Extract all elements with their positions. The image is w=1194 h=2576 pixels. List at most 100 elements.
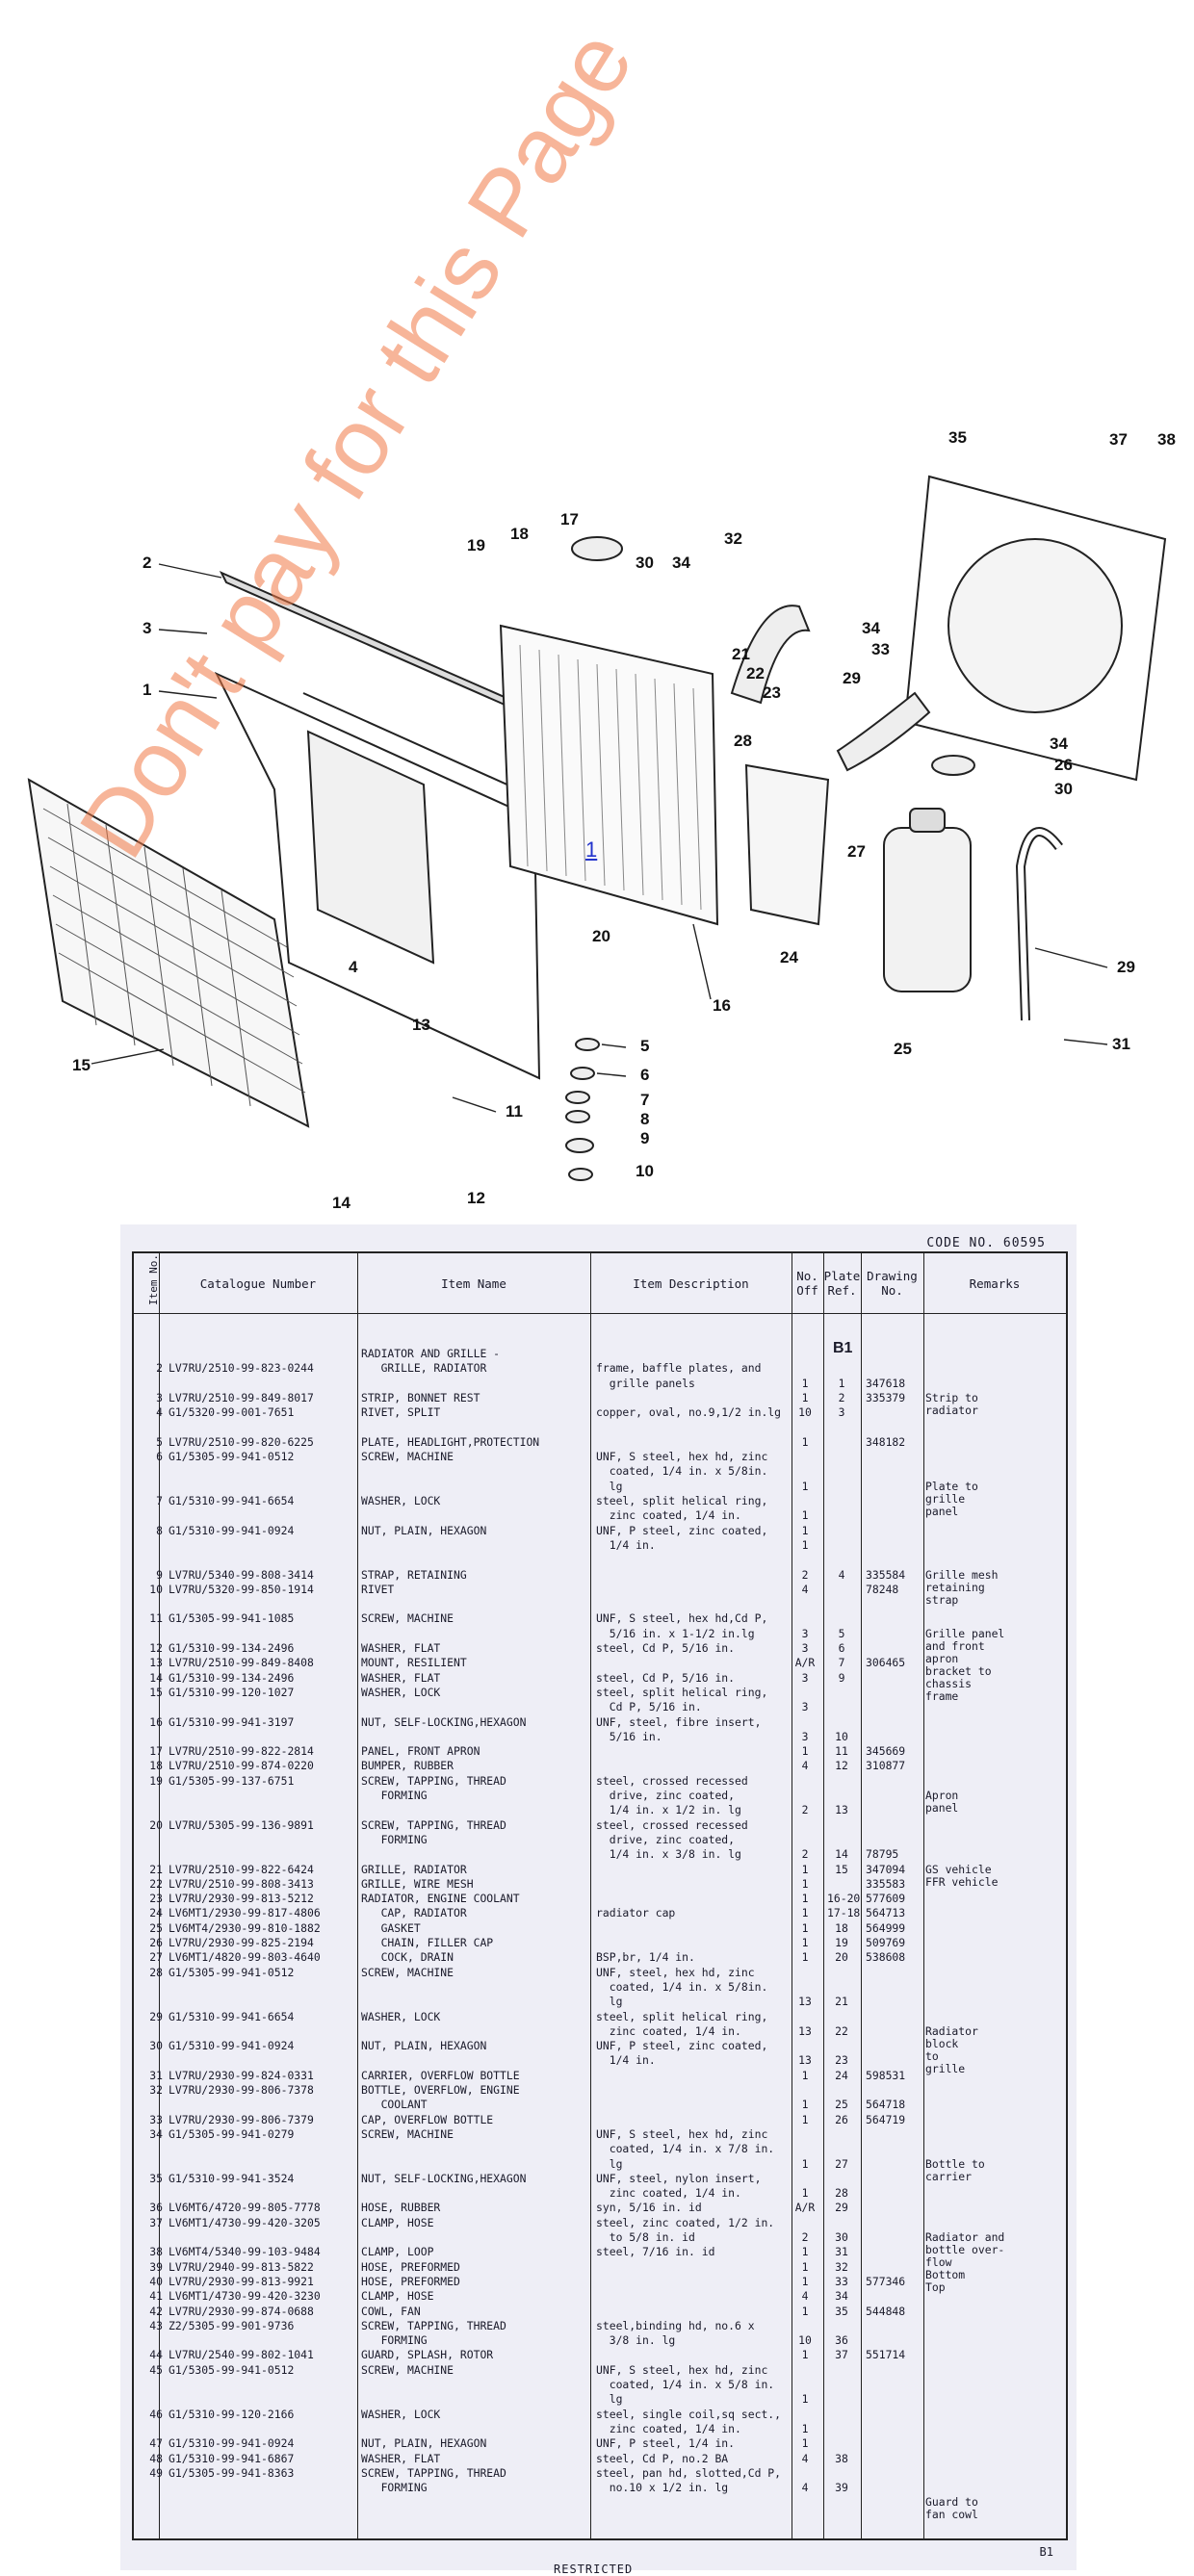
- cell-desc: copper, oval, no.9,1/2 in.lg: [596, 1405, 782, 1420]
- cell-desc: steel, pan hd, slotted,Cd P,: [596, 2465, 782, 2480]
- header-description: Item Description: [633, 1275, 749, 1291]
- cell-no: 42: [149, 2304, 163, 2318]
- cell-plate: 37: [835, 2348, 848, 2362]
- cell-off: 3: [801, 1641, 809, 1655]
- cell-name: BOTTLE, OVERFLOW, ENGINE: [361, 2083, 520, 2097]
- cell-desc: UNF, steel, hex hd, zinc: [596, 1965, 755, 1979]
- remark-note: Bottle to carrier: [925, 2156, 985, 2183]
- cell-cat: LV7RU/2930-99-825-2194: [169, 1936, 314, 1949]
- cell-off: 3: [801, 1626, 809, 1640]
- cell-plate: 16-20: [827, 1892, 861, 1906]
- cell-off: 2: [801, 1803, 809, 1817]
- cell-desc: zinc coated, 1/4 in.: [596, 2421, 741, 2435]
- callout-6: 6: [640, 1066, 649, 1084]
- callout-20: 20: [592, 927, 610, 945]
- cell-no: 16: [149, 1714, 163, 1729]
- parts-table: Item No. Catalogue Number Item Name Item…: [132, 1251, 1068, 2540]
- callout-4: 4: [349, 958, 358, 976]
- cell-desc: zinc coated, 1/4 in.: [596, 1508, 741, 1523]
- cell-name: FORMING: [361, 1789, 428, 1802]
- cell-name: PANEL, FRONT APRON: [361, 1744, 480, 1759]
- cell-no: 18: [149, 1759, 163, 1773]
- callout-2: 2: [143, 554, 151, 572]
- cell-no: 46: [149, 2407, 163, 2421]
- cell-desc: UNF, steel, fibre insert,: [596, 1714, 762, 1729]
- cell-no: 14: [149, 1670, 163, 1685]
- cell-off: 1: [801, 1434, 809, 1449]
- callout-14: 14: [332, 1194, 350, 1212]
- callout-9: 9: [640, 1129, 649, 1147]
- cell-no: 27: [149, 1950, 163, 1965]
- cell-name: WASHER, FLAT: [361, 2451, 441, 2465]
- cell-off: 1: [801, 1376, 809, 1390]
- cell-cat: LV6MT1/4730-99-420-3230: [169, 2289, 321, 2304]
- cell-plate: 24: [835, 2068, 848, 2082]
- cell-draw: 564719: [866, 2112, 906, 2126]
- cell-plate: 31: [835, 2245, 848, 2259]
- cell-desc: 1/4 in. x 3/8 in. lg: [596, 1847, 741, 1862]
- cell-no: 31: [149, 2068, 163, 2082]
- cell-desc: steel, Cd P, 5/16 in.: [596, 1670, 736, 1685]
- cell-cat: G1/5310-99-941-3524: [169, 2171, 295, 2185]
- cell-cat: G1/5310-99-941-3197: [169, 1714, 295, 1729]
- header-item-name: Item Name: [441, 1275, 506, 1291]
- cell-plate: 13: [835, 1803, 848, 1817]
- cell-desc: 1/4 in.: [596, 1537, 656, 1552]
- cell-desc: coated, 1/4 in. x 5/8in.: [596, 1464, 768, 1479]
- cell-off: 1: [801, 2259, 809, 2274]
- cell-cat: G1/5305-99-941-0279: [169, 2126, 295, 2141]
- cell-off: 10: [798, 1405, 812, 1420]
- cell-desc: lg: [596, 1995, 623, 2009]
- cell-name: MOUNT, RESILIENT: [361, 1656, 467, 1670]
- cell-name: SCREW, TAPPING, THREAD: [361, 2465, 506, 2480]
- cell-cat: G1/5310-99-134-2496: [169, 1670, 295, 1685]
- cell-desc: grille panels: [596, 1376, 695, 1390]
- cell-no: 47: [149, 2436, 163, 2451]
- cell-cat: LV7RU/2510-99-849-8408: [169, 1656, 314, 1670]
- cell-desc: 5/16 in. x 1-1/2 in.lg: [596, 1626, 755, 1640]
- cell-desc: UNF, S steel, hex hd, zinc: [596, 2362, 768, 2377]
- remark-note: Guard to fan cowl: [925, 2495, 978, 2522]
- cell-off: 1: [801, 2348, 809, 2362]
- cell-off: 1: [801, 2436, 809, 2451]
- cell-name: COOLANT: [361, 2098, 428, 2112]
- cell-cat: G1/5305-99-941-8363: [169, 2465, 295, 2480]
- cell-plate: 22: [835, 2023, 848, 2038]
- cell-cat: LV6MT1/4730-99-420-3205: [169, 2215, 321, 2229]
- cell-draw: 544848: [866, 2304, 906, 2318]
- cell-name: HOSE, RUBBER: [361, 2201, 441, 2215]
- cell-desc: UNF, P steel, 1/4 in.: [596, 2436, 736, 2451]
- cell-plate: 4: [838, 1567, 845, 1582]
- cell-no: 44: [149, 2348, 163, 2362]
- cell-plate: 9: [838, 1670, 845, 1685]
- cell-draw: 509769: [866, 1936, 906, 1949]
- cell-no: 9: [156, 1567, 163, 1582]
- cell-draw: 551714: [866, 2348, 906, 2362]
- cell-plate: 38: [835, 2451, 848, 2465]
- header-no-off: No. Off: [796, 1269, 818, 1298]
- cell-off: 1: [801, 2098, 809, 2112]
- cell-no: 35: [149, 2171, 163, 2185]
- remark-note: Grille panel and front apron bracket to …: [925, 1626, 1005, 1703]
- code-number: CODE NO. 60595: [926, 1236, 1046, 1250]
- cell-plate: 27: [835, 2156, 848, 2171]
- cell-cat: LV7RU/5340-99-808-3414: [169, 1567, 314, 1582]
- cell-name: RADIATOR AND GRILLE -: [361, 1347, 501, 1360]
- callout-37: 37: [1109, 430, 1128, 449]
- cell-off: 4: [801, 1582, 809, 1596]
- callout-11: 11: [506, 1102, 523, 1121]
- cell-off: 1: [801, 1950, 809, 1965]
- callout-34c: 34: [1050, 734, 1068, 753]
- cell-plate: 7: [838, 1656, 845, 1670]
- cell-cat: Z2/5305-99-901-9736: [169, 2318, 295, 2332]
- cell-cat: G1/5310-99-941-0924: [169, 2039, 295, 2053]
- cell-plate: 26: [835, 2112, 848, 2126]
- cell-no: 3: [156, 1390, 163, 1404]
- remark-note: Strip to radiator: [925, 1390, 978, 1417]
- cell-off: 1: [801, 2274, 809, 2288]
- link-badge[interactable]: 1: [585, 837, 598, 862]
- cell-name: CLAMP, HOSE: [361, 2289, 434, 2304]
- remark-note: Radiator block to grille: [925, 2023, 978, 2075]
- cell-off: 1: [801, 2304, 809, 2318]
- cell-name: SCREW, MACHINE: [361, 2126, 454, 2141]
